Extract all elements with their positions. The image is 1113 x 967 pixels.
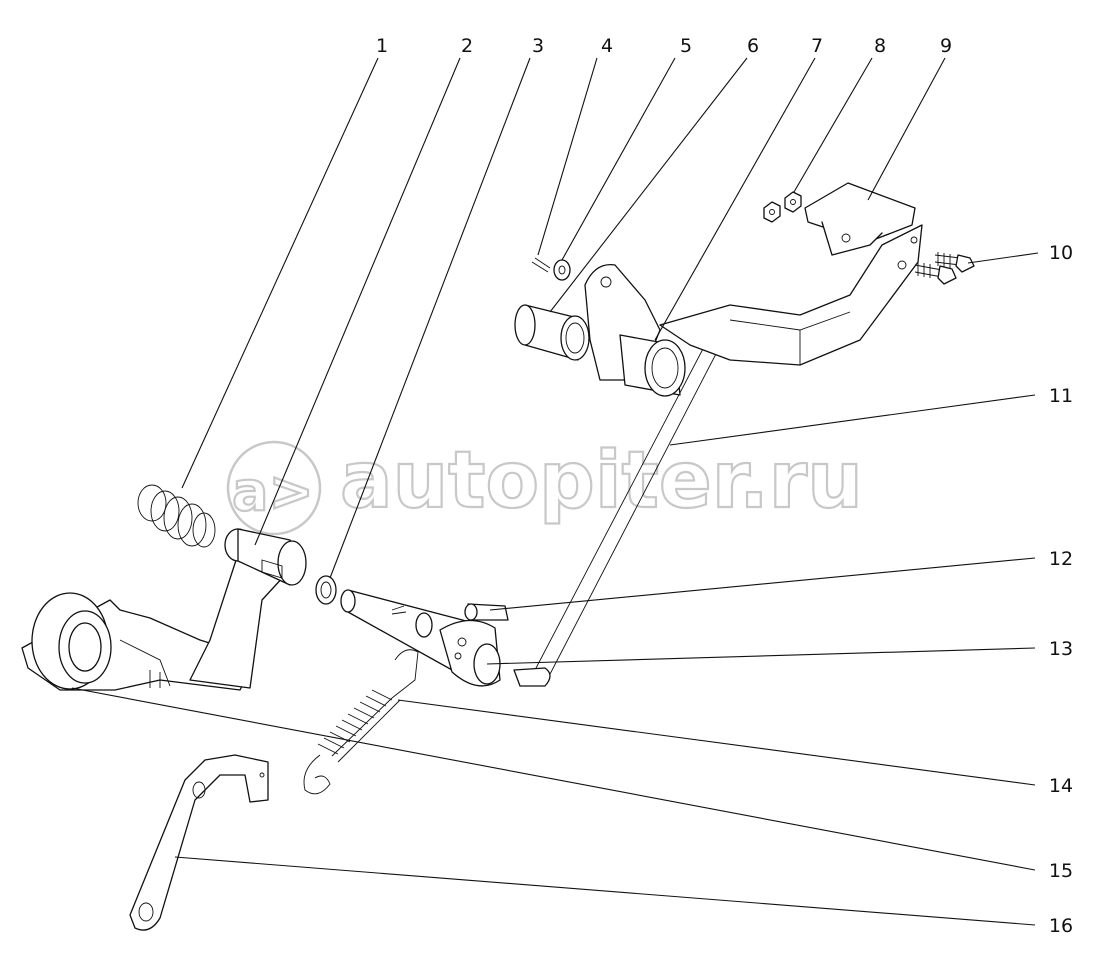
callout-3: 3	[532, 35, 544, 57]
callout-7: 7	[811, 35, 823, 57]
part-9-pedal-pad	[804, 182, 916, 256]
watermark-logo-text: a>	[232, 460, 314, 523]
callout-13: 13	[1049, 638, 1073, 660]
part-4-cotter-pin	[531, 257, 551, 273]
callout-2: 2	[461, 35, 473, 57]
watermark-site-text: autopiter.ru	[340, 436, 863, 526]
part-12-small-pin	[464, 603, 509, 621]
watermark-logo-circle	[226, 440, 322, 536]
part-2-slotted-lever	[189, 528, 307, 689]
callout-15: 15	[1049, 860, 1073, 882]
callout-11: 11	[1049, 385, 1073, 407]
callout-12: 12	[1049, 548, 1073, 570]
callout-1: 1	[376, 35, 388, 57]
part-8-nuts	[763, 191, 802, 223]
callout-14: 14	[1049, 775, 1073, 797]
part-13-axle-pin	[340, 589, 501, 687]
callout-9: 9	[940, 35, 952, 57]
part-5-washer	[553, 259, 571, 281]
part-3-washer	[315, 575, 337, 605]
part-7-pedal-arm	[584, 224, 923, 397]
callout-10: 10	[1049, 242, 1073, 264]
part-14-extension-spring	[303, 649, 419, 795]
callout-8: 8	[874, 35, 886, 57]
part-6-bushing	[514, 304, 590, 361]
callout-16: 16	[1049, 915, 1073, 937]
callout-labels: 1 2 3 4 5 6 7 8 9 10 11 12 13 14 15 16	[376, 35, 1073, 937]
watermark: a> autopiter.ru	[226, 435, 864, 536]
callout-6: 6	[747, 35, 759, 57]
part-11-rod	[513, 340, 721, 687]
callout-5: 5	[680, 35, 692, 57]
part-10-bolts	[914, 252, 975, 285]
leader-lines	[71, 57, 1039, 926]
part-1-coil-spring	[137, 484, 216, 548]
callout-4: 4	[601, 35, 613, 57]
part-16-bracket	[129, 754, 269, 931]
part-15-shaft-housing	[21, 592, 251, 691]
